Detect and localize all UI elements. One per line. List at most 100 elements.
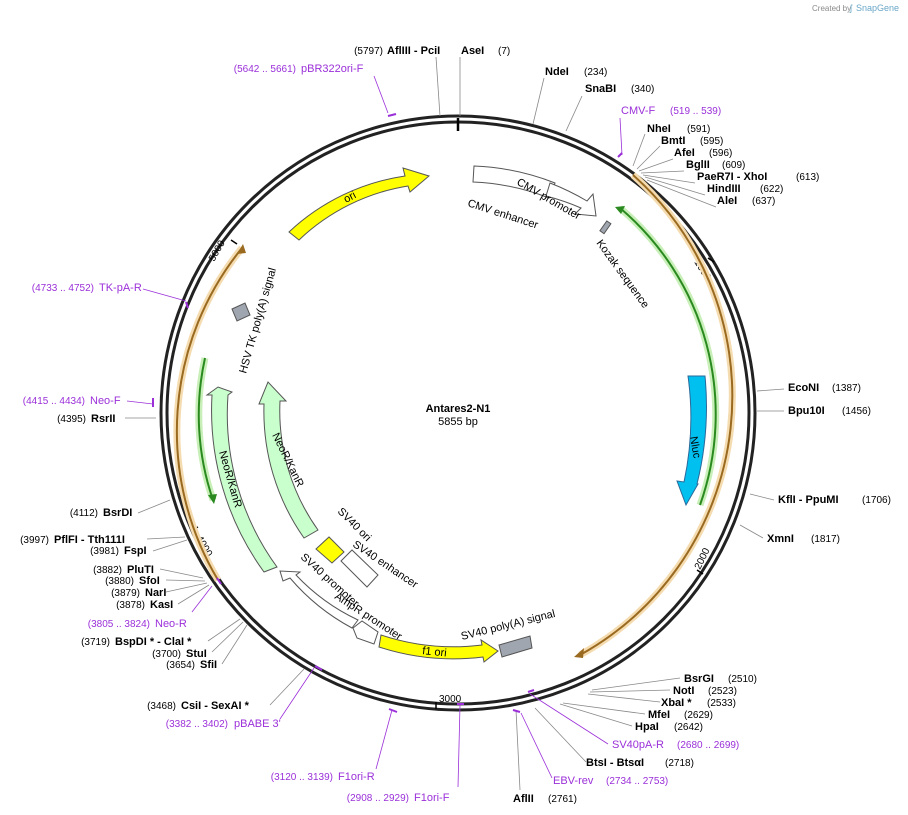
feature-sv40-enhancer[interactable] [340, 549, 379, 588]
site-mfei[interactable]: MfeI (2629) [648, 709, 713, 721]
site-pluti[interactable]: (3882) PluTI [93, 564, 154, 576]
site-snabi[interactable]: SnaBI (340) [585, 83, 654, 95]
svg-text:(4415 .. 4434): (4415 .. 4434) [23, 396, 85, 407]
site-hindiii[interactable]: HindIII (622) [707, 183, 783, 195]
feature-nluc[interactable] [676, 375, 707, 507]
site-rsrii[interactable]: (4395) RsrII [57, 413, 115, 425]
svg-text:BtsI - BtsαI: BtsI - BtsαI [586, 757, 644, 769]
site-btsi-btsai[interactable]: BtsI - BtsαI (2718) [586, 757, 694, 769]
feature-hsv-tk-polya[interactable] [231, 302, 251, 322]
svg-text:F1ori-R: F1ori-R [338, 771, 375, 783]
svg-text:(3700): (3700) [152, 649, 181, 660]
orf-arcs-right [574, 172, 736, 659]
svg-text:BsrGI: BsrGI [684, 673, 714, 685]
orf-orange-left-arrowhead [237, 244, 246, 254]
watermark-logo-icon: ʃ [849, 3, 853, 13]
svg-text:EcoNI: EcoNI [788, 382, 819, 394]
feature-label-nluc: Nluc [687, 435, 703, 459]
site-ndei[interactable]: NdeI (234) [545, 66, 607, 78]
site-bpu10i[interactable]: Bpu10I (1456) [788, 405, 871, 417]
svg-text:(3468): (3468) [147, 701, 176, 712]
svg-text:(2734 .. 2753): (2734 .. 2753) [606, 776, 668, 787]
orf-orange-right [579, 174, 734, 656]
feature-label-kozak: Kozak sequence [594, 238, 652, 311]
svg-text:BglII: BglII [686, 159, 710, 171]
site-bsrdi[interactable]: (4112) BsrDI [70, 507, 133, 519]
svg-text:NarI: NarI [145, 587, 166, 599]
svg-text:(4733 .. 4752): (4733 .. 4752) [32, 283, 94, 294]
feature-sv40-promoter[interactable] [279, 570, 359, 629]
svg-text:(3879): (3879) [111, 588, 140, 599]
restriction-sites: (5797) AflIII - PciI AseI (7) NdeI (234)… [20, 45, 891, 805]
feature-label-ori: ori [342, 189, 358, 205]
site-xmni[interactable]: XmnI (1817) [767, 533, 840, 545]
site-xbai[interactable]: XbaI * (2533) [661, 697, 736, 709]
site-kfli-ppumi[interactable]: KflI - PpuMI (1706) [778, 494, 891, 506]
site-nhei[interactable]: NheI (591) [647, 123, 710, 135]
svg-text:(3719): (3719) [81, 637, 110, 648]
feature-neor-kanr-outer[interactable] [205, 386, 278, 573]
feature-sv40-polya[interactable] [498, 635, 533, 658]
svg-text:EBV-rev: EBV-rev [553, 775, 594, 787]
site-kasi[interactable]: (3878) KasI [116, 599, 173, 611]
site-sfoi[interactable]: (3880) SfoI [105, 575, 160, 587]
site-noti[interactable]: NotI (2523) [673, 685, 737, 697]
site-stui[interactable]: (3700) StuI [152, 648, 207, 660]
site-hpai[interactable]: HpaI (2642) [635, 721, 703, 733]
site-aflii[interactable]: AflII (2761) [513, 793, 577, 805]
feature-label-sv40-polya: SV40 poly(A) signal [460, 608, 557, 643]
site-bspdi-clai[interactable]: (3719) BspDI * - ClaI * [81, 636, 192, 648]
site-bmti[interactable]: BmtI (595) [661, 135, 723, 147]
feature-label-sv40-ori: SV40 ori [335, 506, 373, 544]
site-csii-sexai[interactable]: (3468) CsiI - SexAI * [147, 700, 250, 712]
primer-pbr322ori-f[interactable]: (5642 .. 5661) pBR322ori-F [234, 63, 364, 75]
primer-f1ori-r[interactable]: (3120 .. 3139) F1ori-R [271, 771, 375, 783]
site-alei[interactable]: AleI (637) [717, 195, 775, 207]
primer-pbabe-3[interactable]: (3382 .. 3402) pBABE 3' [166, 718, 281, 730]
primer-cmv-f[interactable]: CMV-F (519 .. 539) [621, 105, 721, 117]
feature-ampr-promoter[interactable] [352, 620, 379, 645]
site-sfii[interactable]: (3654) SfiI [166, 659, 217, 671]
svg-text:(1817): (1817) [811, 534, 840, 545]
svg-text:(2642): (2642) [674, 722, 703, 733]
site-econi[interactable]: EcoNI (1387) [788, 382, 861, 394]
feature-neor-kanr-inner[interactable] [258, 381, 319, 539]
svg-text:(1706): (1706) [862, 495, 891, 506]
svg-text:CMV-F: CMV-F [621, 105, 656, 117]
primer-tk-pa-r[interactable]: (4733 .. 4752) TK-pA-R [32, 282, 142, 294]
primer-f1ori-f[interactable]: (2908 .. 2929) F1ori-F [347, 792, 450, 804]
primer-neo-f[interactable]: (4415 .. 4434) Neo-F [23, 395, 121, 407]
svg-text:MfeI: MfeI [648, 709, 670, 721]
feature-cmv-promoter[interactable] [545, 182, 597, 217]
svg-text:(234): (234) [584, 67, 607, 78]
svg-text:(5642 .. 5661): (5642 .. 5661) [234, 64, 296, 75]
site-leaders [125, 56, 785, 791]
primer-sv40pa-r[interactable]: SV40pA-R (2680 .. 2699) [612, 739, 739, 751]
site-bglii[interactable]: BglII (609) [686, 159, 745, 171]
feature-kozak[interactable] [599, 220, 612, 235]
feature-f1-ori[interactable] [378, 634, 499, 663]
svg-text:F1ori-F: F1ori-F [414, 792, 450, 804]
site-pflfi-tth111i[interactable]: (3997) PflFI - Tth111I [20, 534, 125, 546]
site-paer7i-xhoi[interactable]: PaeR7I - XhoI (613) [697, 171, 819, 183]
site-bsrgi[interactable]: BsrGI (2510) [684, 673, 757, 685]
svg-text:(2718): (2718) [665, 758, 694, 769]
site-asei[interactable]: AseI (7) [461, 45, 510, 57]
svg-text:(2523): (2523) [708, 686, 737, 697]
svg-text:(2533): (2533) [707, 698, 736, 709]
svg-text:(2908 .. 2929): (2908 .. 2929) [347, 793, 409, 804]
site-afliii-pcii[interactable]: (5797) AflIII - PciI [354, 45, 440, 57]
svg-text:KasI: KasI [150, 599, 173, 611]
primer-neo-r[interactable]: (3805 .. 3824) Neo-R [88, 618, 187, 630]
svg-text:(3981): (3981) [90, 546, 119, 557]
tick-label-5000: 5000 [207, 238, 228, 263]
svg-text:(1387): (1387) [832, 383, 861, 394]
primer-ebv-rev[interactable]: EBV-rev (2734 .. 2753) [553, 775, 668, 787]
site-fspi[interactable]: (3981) FspI [90, 545, 147, 557]
feature-ori[interactable] [288, 167, 431, 241]
feature-cmv-enhancer[interactable] [472, 165, 556, 199]
svg-text:KflI - PpuMI: KflI - PpuMI [778, 494, 839, 506]
site-nari[interactable]: (3879) NarI [111, 587, 166, 599]
site-afei[interactable]: AfeI (596) [674, 147, 732, 159]
feature-sv40-ori[interactable] [315, 536, 345, 564]
